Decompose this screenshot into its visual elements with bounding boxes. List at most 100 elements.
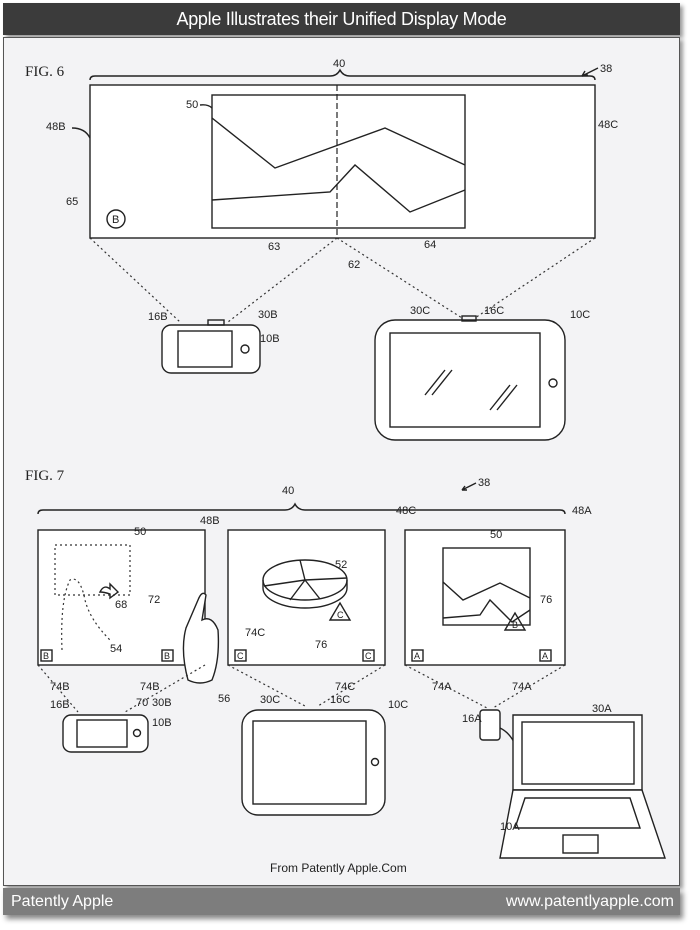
label-16b: 16B [50,699,70,711]
indicator-box [362,649,375,662]
glare [424,369,518,411]
label-40: 40 [282,485,294,497]
indicator-b: B [512,620,518,630]
label-72: 72 [148,594,160,606]
label-70: 70 [136,697,148,709]
indicator-b: B [43,651,49,661]
brace-40 [37,502,566,515]
projection [227,237,338,323]
label-48c: 48C [598,119,618,131]
label-56: 56 [218,693,230,705]
indicator-box [40,649,53,662]
label-16b: 16B [148,311,168,323]
display-48a [404,529,566,666]
indicator-box [161,649,174,662]
footer-url: www.patentlyapple.com [505,893,674,910]
phone-screen [76,719,128,748]
fig6-title: FIG. 6 [25,64,65,80]
indicator-box [411,649,424,662]
label-74b: 74B [140,681,160,693]
label-64: 64 [424,239,436,251]
tablet-screen [389,332,541,428]
projection [474,237,596,319]
display-48c [227,529,386,666]
label-76: 76 [315,639,327,651]
label-30b: 30B [258,309,278,321]
projection [336,237,463,319]
indicator-a: A [414,651,420,661]
tablet-10c [241,709,386,816]
home-button-icon [548,378,558,388]
label-74b: 74B [50,681,70,693]
label-30a: 30A [592,703,612,715]
label-10c: 10C [570,309,590,321]
keyboard [514,797,641,829]
label-16a: 16A [462,713,482,725]
label-65: 65 [66,196,78,208]
display-48b [37,529,206,666]
label-74a: 74A [512,681,532,693]
footer: Patently Apple www.patentlyapple.com [3,888,680,915]
dongle-16a [479,709,501,741]
label-50: 50 [490,529,502,541]
label-63: 63 [268,241,280,253]
label-10c: 10C [388,699,408,711]
connector [461,315,477,322]
triangle-indicator [328,601,352,621]
phone-screen [177,330,233,368]
header-title: Apple Illustrates their Unified Display … [3,3,680,35]
label-16c: 16C [484,305,504,317]
fig7-title: FIG. 7 [25,468,65,484]
laptop-screen [521,721,635,785]
label-74c: 74C [335,681,355,693]
indicator-box [539,649,552,662]
indicator-b: B [112,214,119,226]
projection [37,664,79,713]
label-76: 76 [540,594,552,606]
home-button-icon [370,757,380,767]
home-button-icon [240,344,250,354]
chart-window [442,547,531,626]
label-40: 40 [333,58,345,70]
chart-line-1 [211,117,466,169]
dragged-window-outline [54,544,131,596]
indicator-c: C [237,651,244,661]
projection [89,237,181,323]
indicator-a: A [542,651,548,661]
label-48c: 48C [396,505,416,517]
phone-10b [161,324,261,374]
projection [492,664,566,709]
label-10b: 10B [152,717,172,729]
label-38: 38 [478,477,490,489]
hand-icon [182,592,220,684]
triangle-indicator [503,611,527,631]
label-50: 50 [186,99,198,111]
tablet-screen [252,720,367,805]
label-50: 50 [134,526,146,538]
projection [317,664,386,707]
label-74a: 74A [432,681,452,693]
arrow-38 [581,67,599,77]
label-52: 52 [335,559,347,571]
credit-text: From Patently Apple.Com [270,861,407,875]
arrow-38 [461,482,477,491]
indicator-b: B [164,651,170,661]
fig7: FIG. 7 40 38 50 68 72 54 48B B B 74B 74B… [25,468,666,859]
label-16c: 16C [330,694,350,706]
fig6: FIG. 6 40 38 50 48B 48C 65 B 63 64 62 16… [25,58,618,441]
home-button-icon [132,728,142,738]
brace-40 [89,68,596,81]
swipe-arrow-icon [98,582,120,600]
label-48b: 48B [46,121,66,133]
label-48b: 48B [200,515,220,527]
projection [404,664,488,709]
label-10b: 10B [260,333,280,345]
projection [124,664,206,713]
label-62: 62 [348,259,360,271]
label-74c: 74C [245,627,265,639]
label-54: 54 [110,643,122,655]
indicator-c: C [337,610,344,620]
pie-slices [262,559,348,609]
leader [199,104,213,109]
